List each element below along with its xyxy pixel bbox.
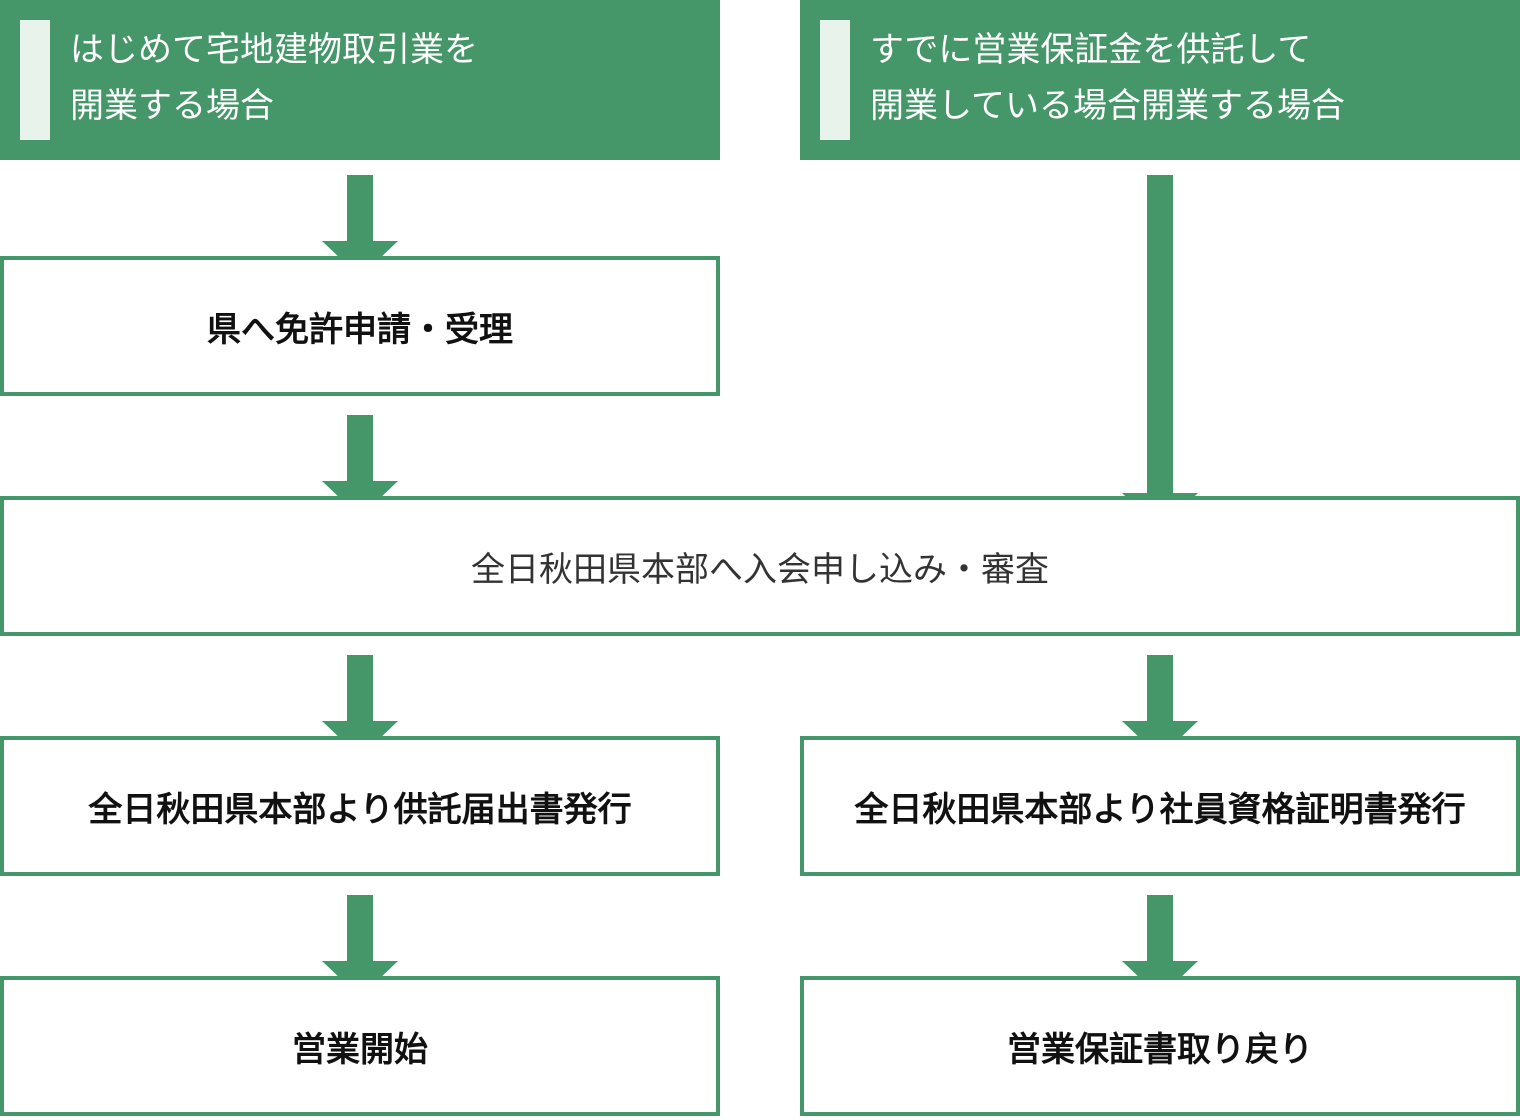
step-membership-application: 全日秋田県本部へ入会申し込み・審査: [0, 496, 1520, 636]
header-left-line1: はじめて宅地建物取引業を: [70, 30, 478, 70]
step-business-start: 営業開始: [0, 976, 720, 1116]
header-accent-bar: [20, 20, 50, 140]
header-right-line2: 開業している場合開業する場合: [870, 86, 1345, 126]
header-left-line2: 開業する場合: [70, 86, 274, 126]
step-deposit-refund: 営業保証書取り戻り: [800, 976, 1520, 1116]
header-new-business: はじめて宅地建物取引業を 開業する場合: [0, 0, 720, 160]
arrow-down-long-icon: [1120, 175, 1200, 529]
step-member-certificate-issue: 全日秋田県本部より社員資格証明書発行: [800, 736, 1520, 876]
header-accent-bar: [820, 20, 850, 140]
header-existing-deposit: すでに営業保証金を供託して 開業している場合開業する場合: [800, 0, 1520, 160]
header-right-line1: すでに営業保証金を供託して: [870, 30, 1312, 70]
step-deposit-notice-issue: 全日秋田県本部より供託届出書発行: [0, 736, 720, 876]
step-prefecture-application: 県へ免許申請・受理: [0, 256, 720, 396]
